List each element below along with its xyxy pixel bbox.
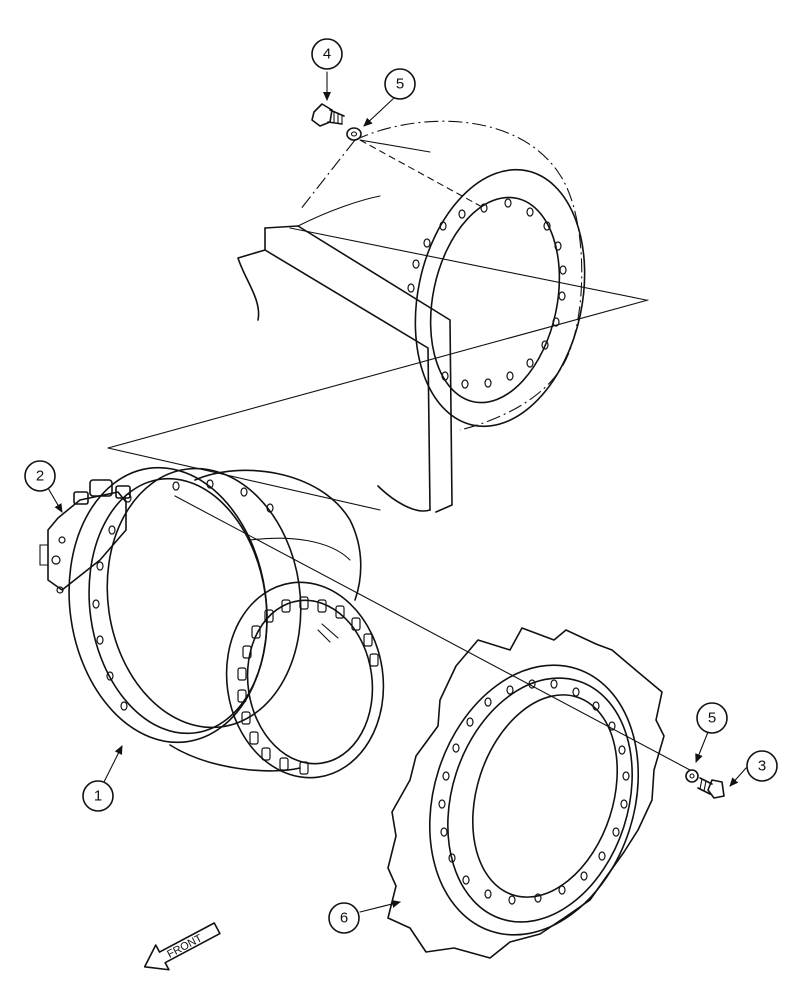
travel-motor xyxy=(39,466,385,779)
sprocket-bolt-holes xyxy=(438,679,630,905)
callout-6-label: 6 xyxy=(340,910,348,927)
callout-1-label: 1 xyxy=(94,788,102,805)
sprocket xyxy=(387,627,665,959)
front-label: FRONT xyxy=(165,932,204,961)
callout-3: 3 xyxy=(746,750,778,782)
callout-leaders xyxy=(47,71,747,913)
callout-2-label: 2 xyxy=(36,468,44,485)
alignment-lines xyxy=(107,139,691,771)
washer-part-5-right xyxy=(685,769,699,783)
callout-5-top: 5 xyxy=(384,68,416,100)
callout-5-right: 5 xyxy=(696,702,728,734)
callout-3-label: 3 xyxy=(758,758,766,775)
callout-5-top-label: 5 xyxy=(396,76,404,93)
front-direction-arrow: FRONT xyxy=(143,922,221,971)
callout-1: 1 xyxy=(82,780,114,812)
frame-ring-holes xyxy=(407,198,567,389)
bolt-part-3 xyxy=(697,777,725,799)
callout-4-label: 4 xyxy=(323,46,331,63)
washer-part-5-top xyxy=(346,127,362,141)
track-frame xyxy=(237,120,586,513)
callout-2: 2 xyxy=(24,460,56,492)
hub-bolt-ring xyxy=(237,596,379,775)
callout-4: 4 xyxy=(311,38,343,70)
valve-block xyxy=(39,479,131,594)
bolt-part-4 xyxy=(311,103,345,127)
callout-5-right-label: 5 xyxy=(708,710,716,727)
callout-6: 6 xyxy=(328,902,360,934)
